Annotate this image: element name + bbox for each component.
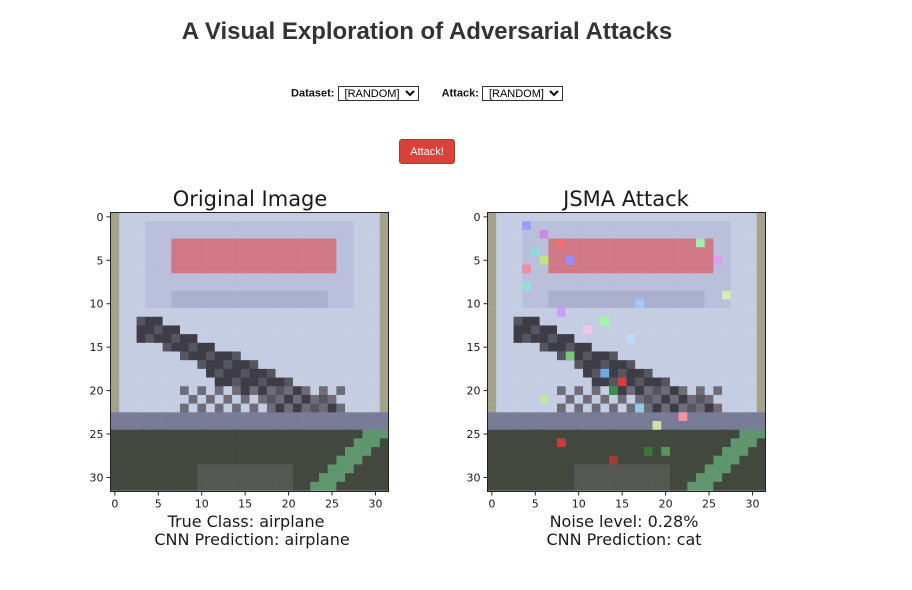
- adversarial-noise-pixel: [522, 221, 531, 230]
- adversarial-noise-pixel: [609, 455, 618, 465]
- original-y-tick-label: 25: [90, 428, 104, 441]
- adversarial-noise-pixel: [678, 412, 688, 421]
- original-caption-true-class: True Class: airplane: [167, 512, 325, 531]
- original-axis-ticks: 0 5 10 15 20 25 30 0 5 10 15 20 25 30: [90, 211, 383, 511]
- attack-label: Attack:: [441, 87, 479, 100]
- attack-x-tick-label: 15: [615, 498, 629, 511]
- adversarial-noise-pixel: [565, 255, 575, 265]
- attack-axis-ticks: 0 5 10 15 20 25 30 0 5 10 15 20 25 30: [467, 211, 760, 511]
- dataset-control: Dataset: [RANDOM]: [291, 86, 419, 101]
- original-x-tick-label: 20: [282, 498, 296, 511]
- original-x-tick-label: 30: [368, 498, 382, 511]
- adversarial-noise-pixel: [696, 238, 705, 248]
- original-y-tick-label: 5: [97, 254, 104, 267]
- attack-y-tick-label: 10: [467, 298, 481, 311]
- adversarial-noise-pixel: [617, 377, 627, 387]
- original-y-tick-label: 20: [90, 385, 104, 398]
- attack-y-tick-label: 30: [467, 471, 481, 484]
- original-x-tick-label: 15: [238, 498, 252, 511]
- attack-y-tick-label: 20: [467, 385, 481, 398]
- adversarial-noise-pixel: [643, 447, 653, 456]
- attack-y-tick-label: 15: [467, 341, 481, 354]
- adversarial-noise-pixel: [539, 255, 549, 265]
- adversarial-noise-pixel: [539, 229, 549, 239]
- attack-plot-title: JSMA Attack: [561, 187, 690, 211]
- adversarial-noise-pixel: [661, 447, 670, 456]
- adversarial-noise-pixel: [557, 438, 566, 448]
- attack-y-tick-label: 5: [474, 254, 481, 267]
- adversarial-noise-pixel: [530, 247, 540, 256]
- attack-image: [487, 212, 766, 491]
- original-x-tick-label: 5: [155, 498, 162, 511]
- dataset-label: Dataset:: [291, 87, 335, 100]
- dataset-select[interactable]: [RANDOM]: [337, 86, 419, 101]
- attack-x-tick-label: 5: [532, 498, 539, 511]
- adversarial-noise-pixel: [522, 264, 531, 274]
- attack-x-tick-label: 10: [572, 498, 586, 511]
- adversarial-noise-pixel: [600, 368, 610, 378]
- original-image: [110, 212, 389, 491]
- attack-y-tick-label: 25: [467, 428, 481, 441]
- attack-axes-frame: [487, 212, 766, 492]
- original-y-tick-label: 15: [90, 341, 104, 354]
- attack-x-tick-label: 20: [659, 498, 673, 511]
- adversarial-noise-pixel: [635, 299, 644, 309]
- adversarial-noise-pixel: [626, 334, 636, 343]
- adversarial-noise-pixel: [565, 351, 575, 361]
- adversarial-noise-pixel: [722, 290, 731, 300]
- adversarial-noise-pixel: [635, 403, 644, 413]
- attack-plot: JSMA Attack 0 5 10 15 20 25 30 0 5 10 15 20 25 30 Noi…: [467, 187, 766, 549]
- original-x-tick-label: 0: [111, 498, 118, 511]
- adversarial-noise-pixel: [557, 238, 566, 248]
- adversarial-noise-pixel: [583, 325, 592, 335]
- adversarial-noise-pixel: [539, 394, 549, 404]
- original-axes-frame: [110, 212, 389, 492]
- adversarial-noise-pixel: [713, 255, 723, 265]
- original-plot-title: Original Image: [173, 187, 328, 211]
- original-y-tick-label: 0: [97, 211, 104, 224]
- original-y-tick-label: 30: [90, 471, 104, 484]
- original-x-tick-label: 25: [325, 498, 339, 511]
- attack-caption-prediction: CNN Prediction: cat: [546, 530, 701, 549]
- adversarial-noise-pixel: [609, 386, 618, 395]
- adversarial-noise-pixel: [557, 308, 566, 317]
- attack-x-tick-label: 25: [702, 498, 716, 511]
- attack-x-tick-label: 30: [745, 498, 759, 511]
- original-x-tick-label: 10: [195, 498, 209, 511]
- controls-bar: Dataset: [RANDOM] Attack: [RANDOM]: [0, 86, 854, 101]
- adversarial-noise-pixel: [522, 282, 531, 291]
- adversarial-noise-pixel: [652, 421, 662, 430]
- adversarial-noise-pixel: [600, 316, 610, 326]
- attack-button[interactable]: Attack!: [399, 139, 455, 164]
- attack-caption-noise-level: Noise level: 0.28%: [550, 512, 699, 531]
- attack-select[interactable]: [RANDOM]: [481, 86, 563, 101]
- attack-x-tick-label: 0: [488, 498, 495, 511]
- original-caption-prediction: CNN Prediction: airplane: [154, 530, 349, 549]
- attack-y-tick-label: 0: [474, 211, 481, 224]
- page-title: A Visual Exploration of Adversarial Atta…: [181, 18, 673, 45]
- original-y-tick-label: 10: [90, 298, 104, 311]
- attack-control: Attack: [RANDOM]: [442, 86, 563, 101]
